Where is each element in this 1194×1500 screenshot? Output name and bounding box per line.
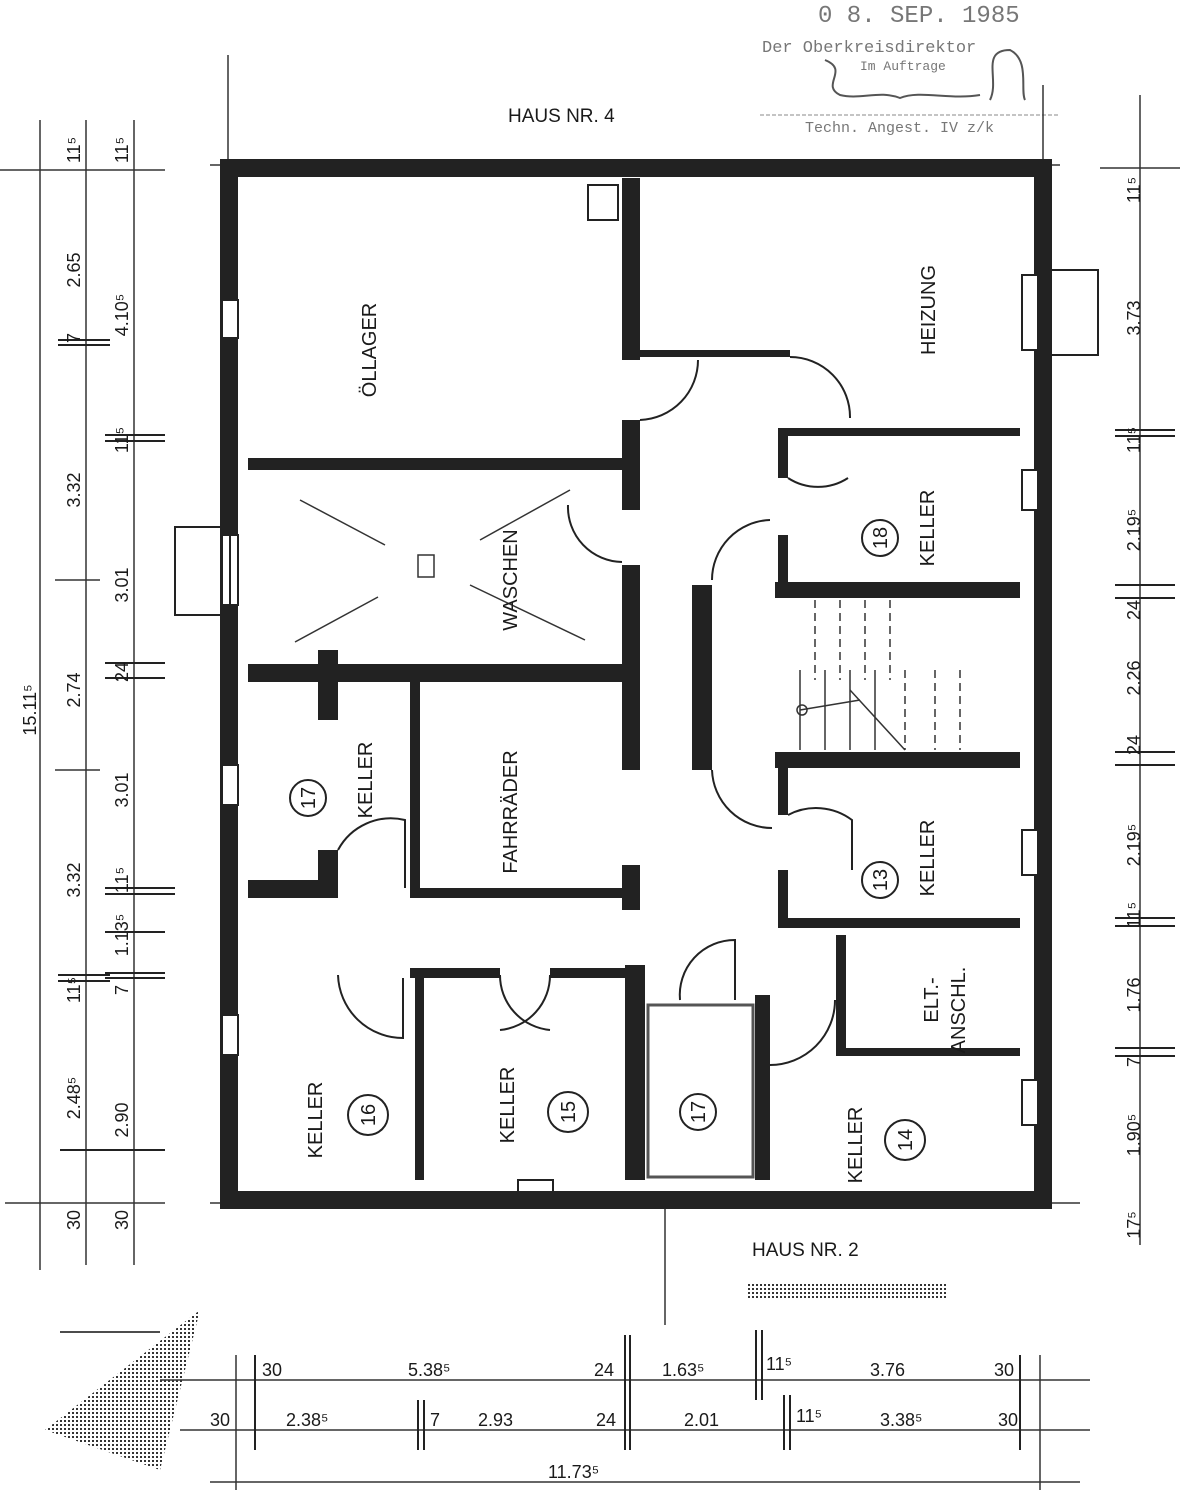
extension-lines <box>0 55 1180 1490</box>
bottom-dimensions: 30 5.38⁵ 24 1.63⁵ 11⁵ 3.76 30 30 2.38⁵ 7… <box>210 1354 1018 1482</box>
dim-label: 24 <box>594 1360 614 1380</box>
room-number-badge <box>861 861 899 899</box>
dim-label: 11⁵ <box>1124 177 1144 203</box>
dim-label: 30 <box>210 1410 230 1430</box>
dim-label: 1.63⁵ <box>662 1360 705 1380</box>
dim-label: 30 <box>262 1360 282 1380</box>
dim-label: 2.48⁵ <box>64 1077 84 1120</box>
dim-label: 3.32 <box>64 862 84 897</box>
dim-label: 11⁵ <box>796 1406 822 1426</box>
left-dimensions: 15.11⁵ 11⁵ 2.65 7 3.32 2.74 3.32 11⁵ 2.4… <box>20 137 132 1230</box>
dim-label: 11⁵ <box>64 977 84 1003</box>
room-keller-16: KELLER <box>305 1082 327 1159</box>
dim-label: 2.93 <box>478 1410 513 1430</box>
dim-label: 3.01 <box>112 772 132 807</box>
dim-label: 2.74 <box>64 672 84 707</box>
dim-label: 30 <box>64 1210 84 1230</box>
dim-label: 3.76 <box>870 1360 905 1380</box>
room-number-16: 16 <box>358 1104 380 1126</box>
room-number-14: 14 <box>895 1129 917 1151</box>
room-elt-line2: ANSCHL. <box>948 967 970 1054</box>
dimension-ticks <box>58 339 1175 1450</box>
dim-label: 24 <box>1124 600 1144 620</box>
dim-label: 5.38⁵ <box>408 1360 451 1380</box>
dim-label: 11⁵ <box>112 867 132 893</box>
room-number-17-small: 17 <box>688 1101 710 1123</box>
dim-label: 11⁵ <box>1124 427 1144 453</box>
room-number-badge <box>884 1119 926 1161</box>
dim-label: 24 <box>596 1410 616 1430</box>
hatched-wedge <box>45 1310 200 1470</box>
dim-label: 2.01 <box>684 1410 719 1430</box>
room-fahrraeder: FAHRRÄDER <box>500 750 522 873</box>
dim-label: 2.65 <box>64 252 84 287</box>
right-dimensions: 11⁵ 3.73 11⁵ 2.19⁵ 24 2.26 24 2.19⁵ 11⁵ … <box>1124 177 1144 1239</box>
room-keller-17: KELLER <box>355 742 377 819</box>
dim-label: 2.19⁵ <box>1124 509 1144 552</box>
dim-label: 7 <box>1124 1057 1144 1067</box>
dim-label: 1.13⁵ <box>112 914 132 957</box>
dimension-lines <box>39 95 1141 1483</box>
room-number-badge <box>289 779 327 817</box>
room-number-13: 13 <box>870 869 892 891</box>
room-elt-line1: ELT.- <box>921 977 943 1022</box>
room-keller-18: KELLER <box>917 490 939 567</box>
room-keller-13: KELLER <box>917 820 939 897</box>
dim-label: 7 <box>430 1410 440 1430</box>
dim-label: 2.19⁵ <box>1124 824 1144 867</box>
dim-label: 1.76 <box>1124 977 1144 1012</box>
room-number-badge <box>679 1093 717 1131</box>
stamp-on-behalf: Im Auftrage <box>860 59 946 74</box>
dim-bottom-total: 11.73⁵ <box>548 1462 599 1482</box>
dim-label: 30 <box>112 1210 132 1230</box>
staircase <box>796 600 961 751</box>
walls <box>220 159 1052 1209</box>
door-swings <box>337 356 853 1066</box>
dim-label: 11⁵ <box>112 427 132 453</box>
dim-label: 11⁵ <box>1124 902 1144 928</box>
room-oellager: ÖLLAGER <box>359 303 381 397</box>
stamp-date: 0 8. SEP. 1985 <box>818 3 1020 30</box>
dim-label: 1.90⁵ <box>1124 1114 1144 1157</box>
room-keller-15: KELLER <box>497 1067 519 1144</box>
room-heizung: HEIZUNG <box>918 265 940 355</box>
room-number-badge <box>347 1094 389 1136</box>
dim-left-total: 15.11⁵ <box>20 684 40 735</box>
dim-label: 3.38⁵ <box>880 1410 923 1430</box>
room-keller-14: KELLER <box>845 1107 867 1184</box>
room-number-badge <box>861 519 899 557</box>
dim-label: 11⁵ <box>112 137 132 163</box>
dim-label: 2.38⁵ <box>286 1410 329 1430</box>
room-labels: ÖLLAGER HEIZUNG WASCHEN KELLER 18 KELLER… <box>289 265 970 1184</box>
dim-label: 3.73 <box>1124 300 1144 335</box>
dim-label: 3.01 <box>112 567 132 602</box>
dim-label: 24 <box>112 662 132 682</box>
approval-stamp: 0 8. SEP. 1985 Der Oberkreisdirektor Im … <box>760 3 1060 137</box>
stamp-authority: Der Oberkreisdirektor <box>762 39 976 58</box>
dim-label: 7 <box>112 985 132 995</box>
dim-label: 17⁵ <box>1124 1211 1144 1238</box>
dim-label: 4.10⁵ <box>112 294 132 337</box>
room-number-15: 15 <box>558 1101 580 1123</box>
house-nr-2-label: HAUS NR. 2 <box>752 1240 859 1261</box>
room-number-18: 18 <box>870 527 892 549</box>
crossed-out-text <box>748 1282 946 1300</box>
dim-label: 30 <box>994 1360 1014 1380</box>
room-number-badge <box>547 1091 589 1133</box>
dim-label: 24 <box>1124 735 1144 755</box>
stamp-signer-title: Techn. Angest. IV z/k <box>805 120 994 137</box>
room-number-17: 17 <box>298 787 320 809</box>
dim-label: 11⁵ <box>64 137 84 163</box>
floor-drain-marks <box>294 489 586 643</box>
signature <box>824 48 1026 101</box>
dim-label: 3.32 <box>64 472 84 507</box>
dim-label: 11⁵ <box>766 1354 792 1374</box>
house-nr-4-label: HAUS NR. 4 <box>508 106 615 127</box>
dim-label: 2.26 <box>1124 660 1144 695</box>
windows <box>174 184 1099 1193</box>
dim-label: 2.90 <box>112 1102 132 1137</box>
room-waschen: WASCHEN <box>500 529 522 630</box>
dim-label: 30 <box>998 1410 1018 1430</box>
dim-label: 7 <box>64 333 84 343</box>
